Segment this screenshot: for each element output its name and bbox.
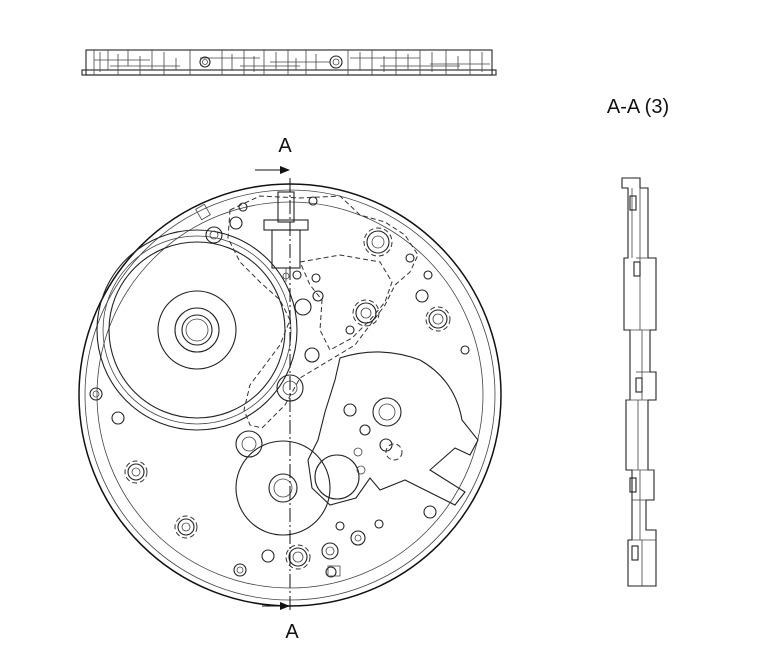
bridge-outline-dashed [227,195,419,429]
main-plate-plan-view [78,166,502,612]
section-marker-top: A [278,135,292,157]
section-marker-bottom: A [285,621,299,643]
winding-stem [263,191,309,282]
gear-train-bridge [307,351,479,506]
barrel-bridge [96,229,298,431]
section-cut-line [255,166,291,612]
top-edge-view [81,49,497,76]
center-wheel [235,430,331,536]
section-view-a-a [621,177,657,587]
jewels-and-holes [89,196,470,578]
section-view-title: A-A (3) [607,96,669,118]
